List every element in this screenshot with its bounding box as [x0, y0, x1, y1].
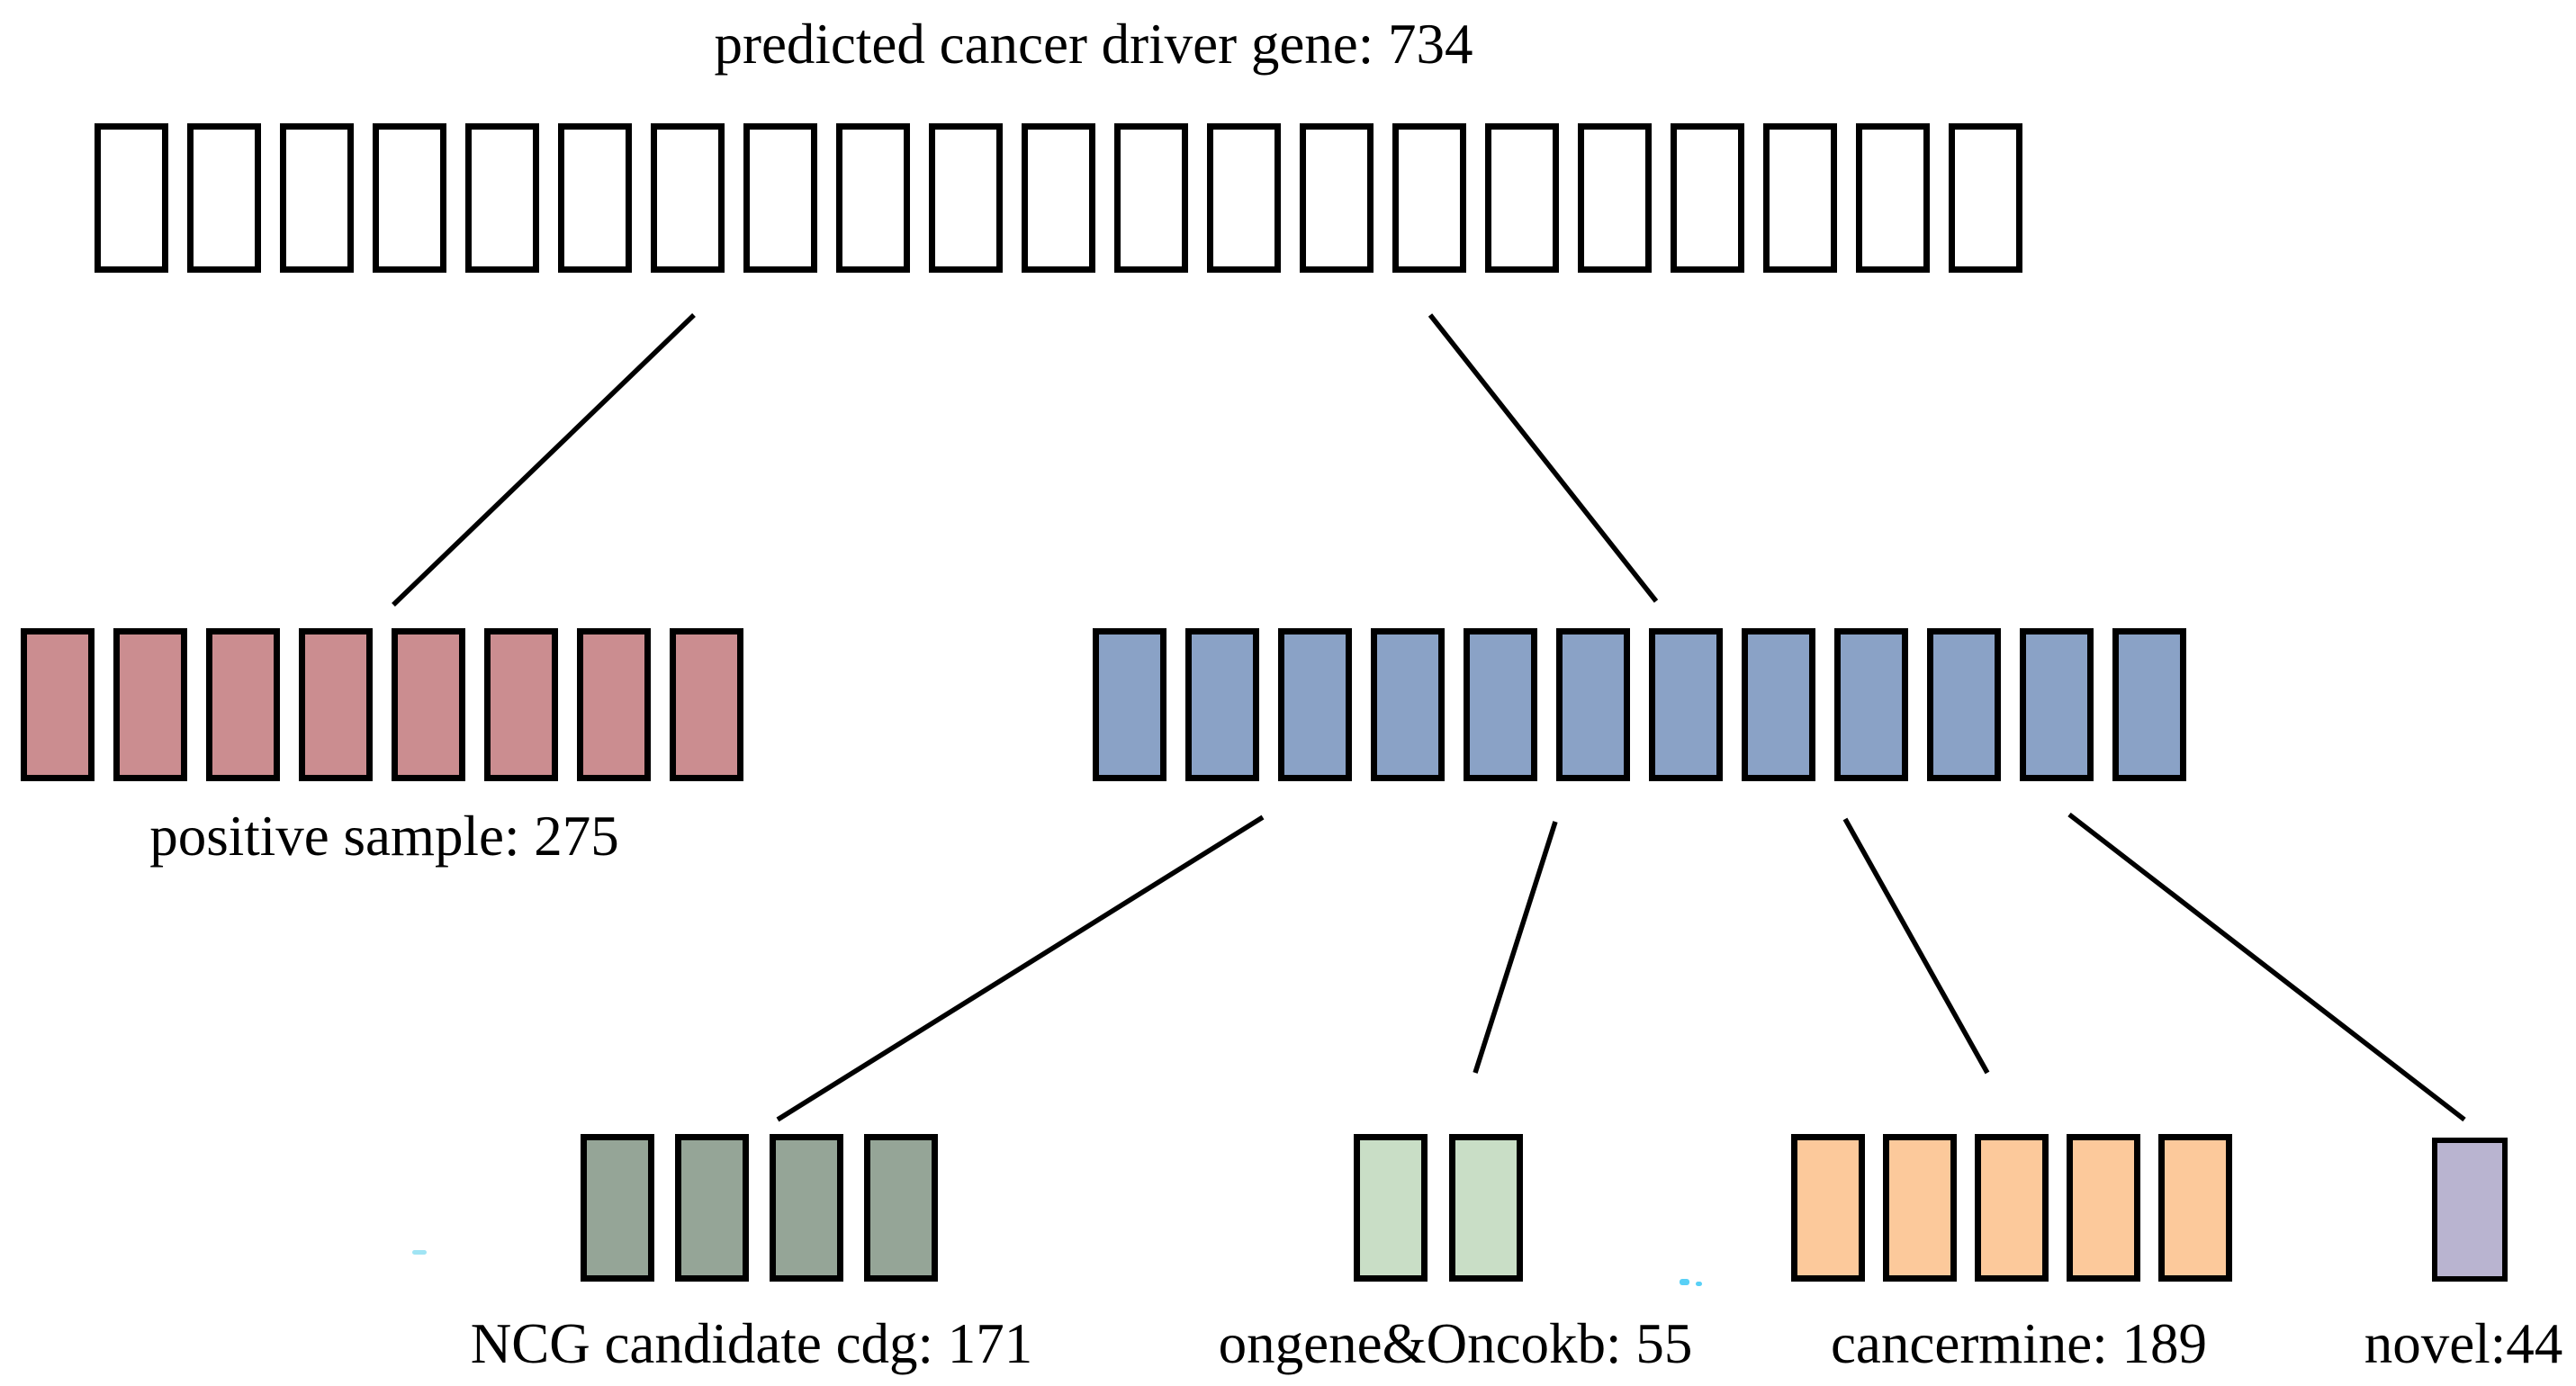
unit-block-predicted — [1114, 123, 1188, 273]
unit-block-predicted — [95, 123, 168, 273]
unit-block-negative — [2112, 628, 2186, 781]
unit-block-predicted — [1949, 123, 2022, 273]
unit-block-negative — [1649, 628, 1723, 781]
unit-block-predicted — [1485, 123, 1559, 273]
unit-block-negative — [1371, 628, 1445, 781]
unit-block-negative — [1556, 628, 1630, 781]
artifact-cyan-dot — [412, 1250, 427, 1255]
block-row-novel — [2432, 1138, 2508, 1282]
label-novel: novel:44 — [2364, 1312, 2563, 1375]
unit-block-predicted — [1392, 123, 1466, 273]
unit-block-predicted — [1207, 123, 1281, 273]
unit-block-predicted — [1763, 123, 1837, 273]
edge-negative-cancermine — [1842, 817, 1990, 1075]
unit-block-negative — [1927, 628, 2001, 781]
unit-block-negative — [1093, 628, 1166, 781]
unit-block-predicted — [836, 123, 910, 273]
edge-predicted-positive — [392, 313, 696, 607]
unit-block-predicted — [743, 123, 817, 273]
unit-block-predicted — [651, 123, 725, 273]
unit-block-cancermine — [1791, 1134, 1865, 1282]
unit-block-predicted — [558, 123, 632, 273]
unit-block-predicted — [280, 123, 354, 273]
unit-block-ncg — [581, 1134, 654, 1282]
unit-block-negative — [1742, 628, 1815, 781]
label-positive-sample: positive sample: 275 — [149, 805, 619, 868]
unit-block-predicted — [1856, 123, 1930, 273]
unit-block-positive — [670, 628, 743, 781]
unit-block-negative — [2020, 628, 2094, 781]
title-predicted-cancer-driver-gene: predicted cancer driver gene: 734 — [714, 13, 1473, 76]
unit-block-ncg — [675, 1134, 749, 1282]
edge-negative-ongene-oncokb — [1473, 821, 1558, 1074]
unit-block-cancermine — [2067, 1134, 2140, 1282]
unit-block-ongene_oncokb — [1449, 1134, 1523, 1282]
unit-block-predicted — [929, 123, 1003, 273]
unit-block-positive — [113, 628, 187, 781]
unit-block-positive — [21, 628, 95, 781]
edge-predicted-negative — [1428, 313, 1659, 603]
block-row-ongene-oncokb — [1354, 1134, 1523, 1282]
label-ncg-candidate: NCG candidate cdg: 171 — [470, 1312, 1033, 1375]
block-row-ncg-candidate — [581, 1134, 938, 1282]
unit-block-negative — [1278, 628, 1352, 781]
unit-block-negative — [1185, 628, 1259, 781]
unit-block-predicted — [373, 123, 446, 273]
unit-block-predicted — [465, 123, 539, 273]
unit-block-cancermine — [2158, 1134, 2232, 1282]
edge-negative-novel — [2067, 812, 2466, 1122]
unit-block-novel — [2432, 1138, 2508, 1282]
unit-block-predicted — [1022, 123, 1095, 273]
unit-block-ncg — [770, 1134, 843, 1282]
unit-block-ongene_oncokb — [1354, 1134, 1428, 1282]
unit-block-positive — [577, 628, 651, 781]
artifact-cyan-dot — [1680, 1279, 1689, 1285]
unit-block-ncg — [864, 1134, 938, 1282]
unit-block-negative — [1834, 628, 1908, 781]
block-row-cancermine — [1791, 1134, 2232, 1282]
artifact-cyan-dot — [1696, 1282, 1702, 1286]
unit-block-negative — [1464, 628, 1537, 781]
unit-block-cancermine — [1975, 1134, 2049, 1282]
edge-negative-ncg — [776, 814, 1265, 1122]
unit-block-predicted — [187, 123, 261, 273]
block-row-remaining-genes — [1093, 628, 2186, 781]
unit-block-positive — [392, 628, 465, 781]
label-ongene-oncokb: ongene&Oncokb: 55 — [1218, 1312, 1693, 1375]
unit-block-predicted — [1671, 123, 1744, 273]
label-cancermine: cancermine: 189 — [1830, 1312, 2208, 1375]
unit-block-predicted — [1300, 123, 1374, 273]
unit-block-predicted — [1578, 123, 1652, 273]
block-row-predicted-genes — [95, 123, 2022, 273]
unit-block-positive — [206, 628, 280, 781]
unit-block-positive — [484, 628, 558, 781]
unit-block-cancermine — [1883, 1134, 1957, 1282]
unit-block-positive — [299, 628, 373, 781]
block-row-positive-sample — [21, 628, 743, 781]
